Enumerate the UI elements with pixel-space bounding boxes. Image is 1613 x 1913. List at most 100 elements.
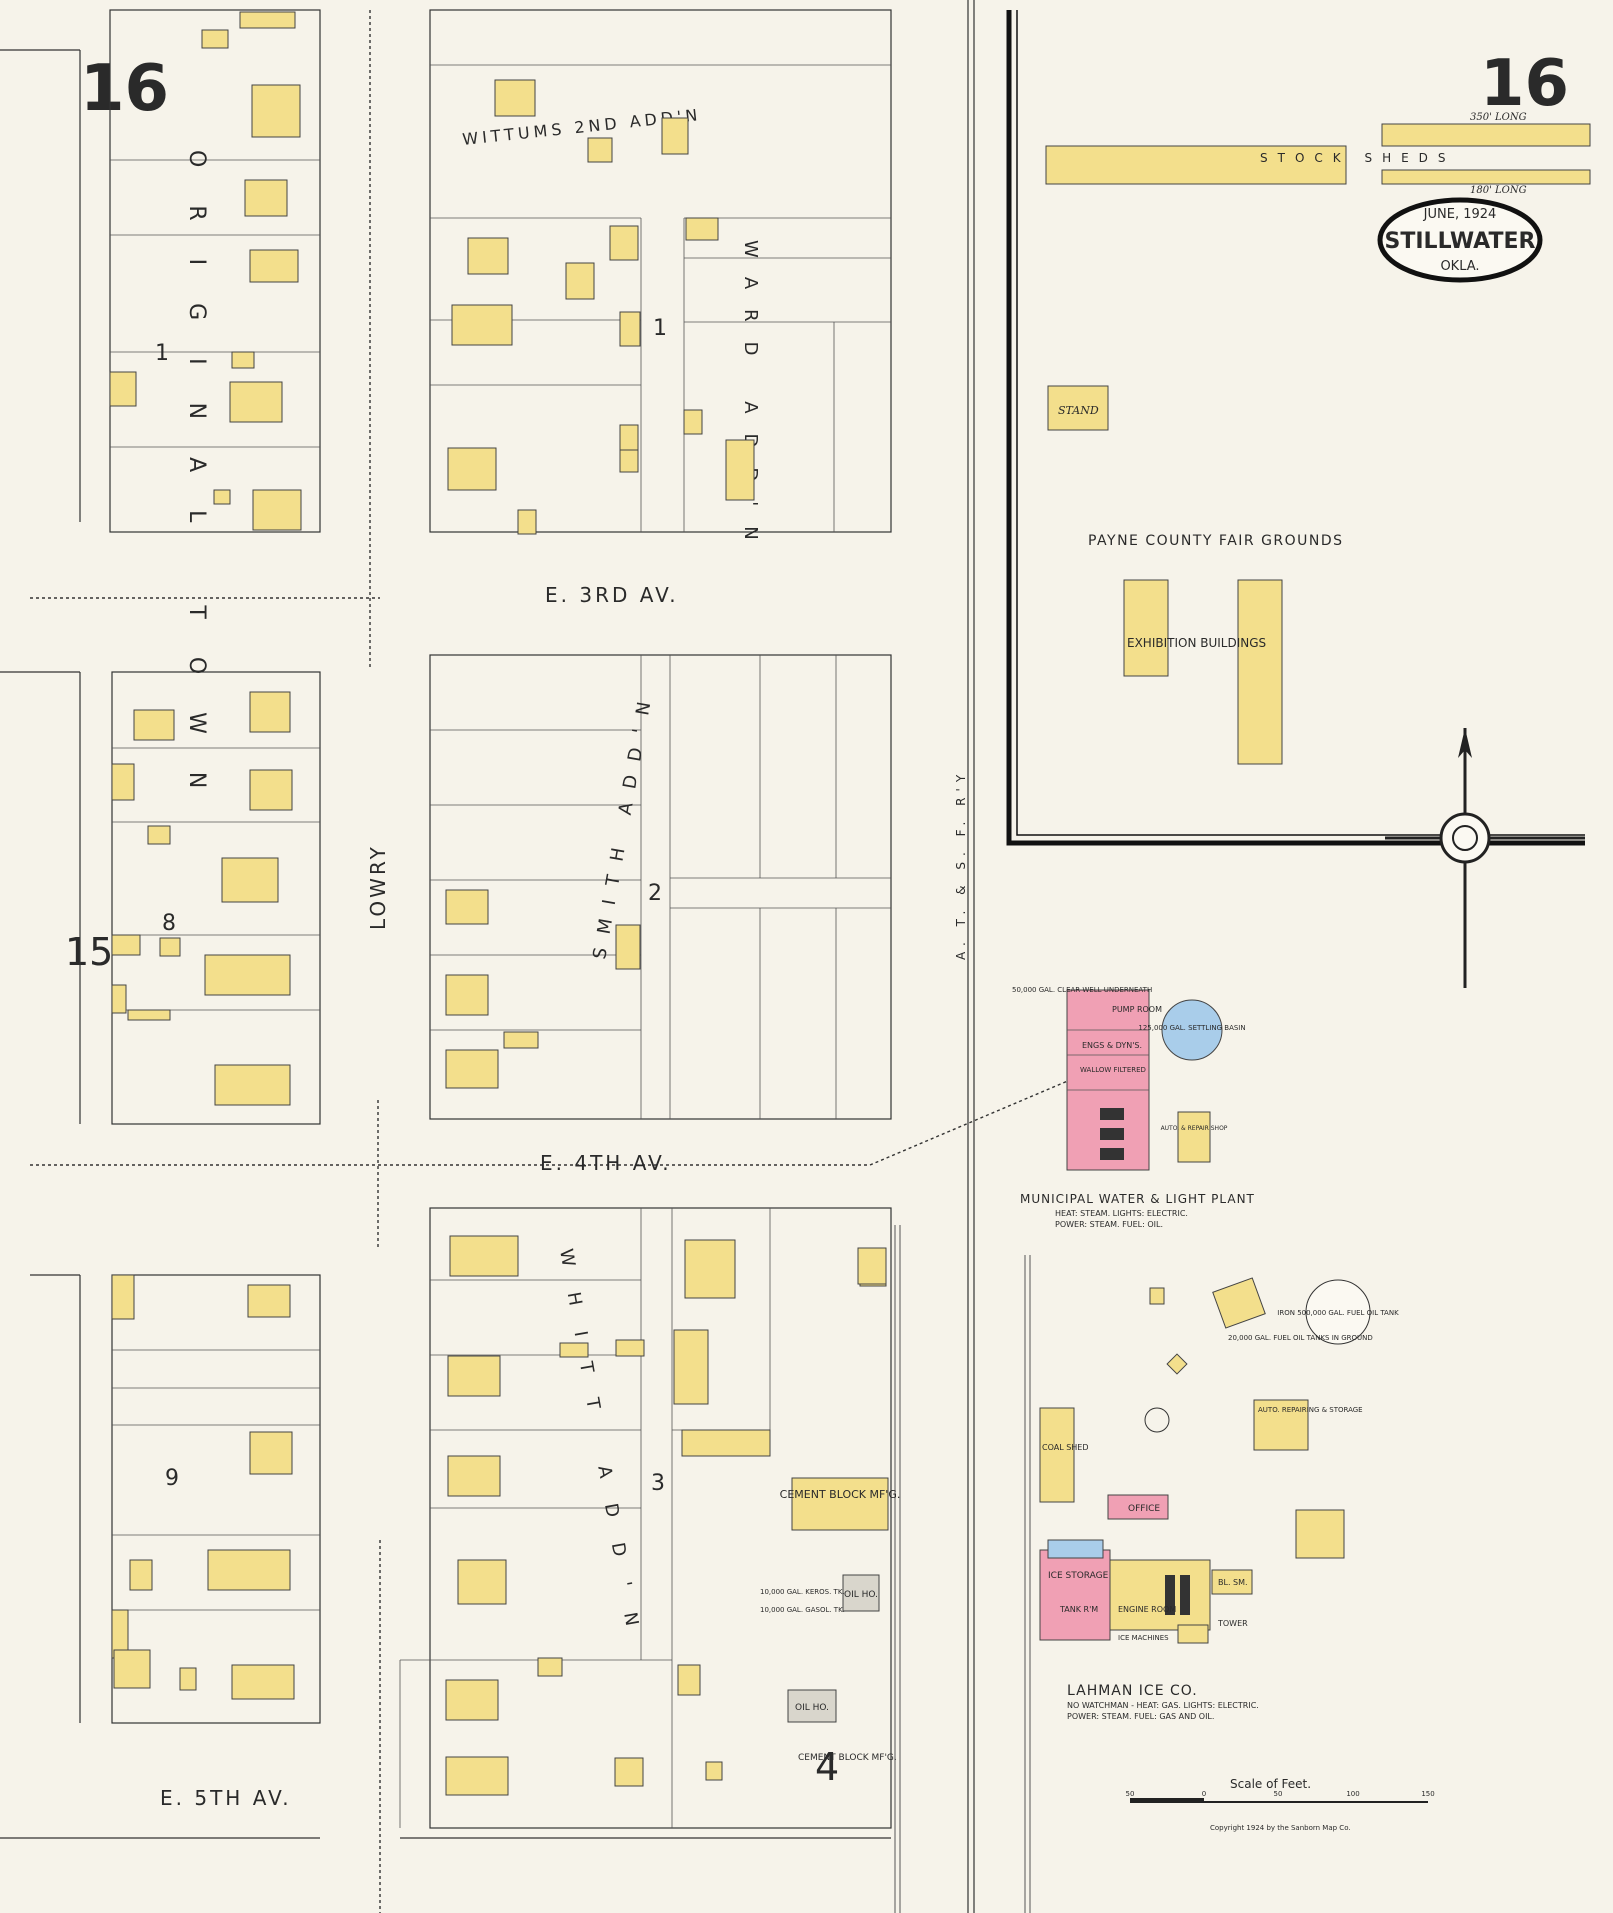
ice-co-name: LAHMAN ICE CO. — [1067, 1683, 1198, 1699]
street-lowry: LOWRY — [366, 844, 390, 930]
oil-house-1 — [842, 1574, 880, 1612]
sheet-number-left: 16 — [80, 52, 169, 126]
fuel-oil-tank-underground — [1144, 1407, 1170, 1433]
dwelling — [159, 937, 181, 957]
dwelling — [445, 1049, 499, 1089]
dwelling — [147, 825, 171, 845]
dwelling — [451, 304, 513, 346]
dwelling — [615, 1339, 645, 1357]
dwelling — [449, 1235, 519, 1277]
dwelling — [559, 1342, 589, 1358]
auto-repair-storage — [1253, 1399, 1309, 1451]
dwelling — [214, 1064, 291, 1106]
block-8-original-town — [111, 671, 321, 1125]
boiler-3 — [1100, 1148, 1124, 1160]
stock-building — [1045, 145, 1347, 185]
oil-house-2 — [787, 1689, 837, 1723]
block-number-2: 2 — [648, 881, 662, 906]
ice-storage-label: ICE STORAGE — [1048, 1571, 1109, 1581]
scale-tick-label: 100 — [1346, 1790, 1359, 1798]
boiler-1 — [1100, 1108, 1124, 1120]
block-outlines — [0, 9, 892, 1839]
pump-room-label: PUMP ROOM — [1112, 1005, 1162, 1014]
auto-repair-label: AUTO. & REPAIR SHOP — [1161, 1125, 1228, 1132]
dwelling — [129, 1559, 153, 1591]
dwelling — [467, 237, 509, 275]
title-date: JUNE, 1924 — [1423, 207, 1497, 222]
dwelling — [681, 1429, 771, 1457]
ice-storage — [1039, 1549, 1111, 1641]
lahman-ice-co: IRON 500,000 GAL. FUEL OIL TANK 20,000 G… — [1039, 1277, 1399, 1721]
engine-room-label: ENGINE ROOM — [1118, 1605, 1176, 1614]
gasol-tank-label: 10,000 GAL. GASOL. TK. — [760, 1606, 845, 1614]
compass-ring — [1439, 812, 1491, 864]
scale-tick-label: 50 — [1126, 1790, 1135, 1798]
dwelling — [619, 449, 639, 473]
water-pipes — [30, 10, 1071, 1913]
shed — [1166, 1353, 1188, 1375]
bl-sm-label: BL. SM. — [1218, 1578, 1248, 1587]
addition-ward: WARD ADD'N — [740, 240, 761, 560]
dwelling — [609, 225, 639, 261]
water-plant-building — [1066, 989, 1150, 1171]
iron-fuel-oil-tank — [1305, 1279, 1371, 1345]
block-1-original-town — [109, 9, 321, 533]
dwelling — [249, 691, 291, 733]
dwelling — [111, 934, 141, 956]
stock-sheds: 350' LONG 180' LONG STOCK SHEDS — [1045, 112, 1591, 196]
compass-center — [1452, 825, 1478, 851]
oil-ho-label-2: OIL HO. — [795, 1703, 829, 1713]
clear-well-label: 50,000 GAL. CLEAR WELL UNDERNEATH — [1012, 986, 1152, 994]
fuel-tanks-label: 20,000 GAL. FUEL OIL TANKS IN GROUND — [1228, 1334, 1373, 1342]
compass-rose — [1385, 728, 1585, 988]
dwelling — [109, 371, 137, 407]
building-b2 — [1212, 1277, 1266, 1329]
block-1-wittums — [429, 9, 892, 533]
dwelling — [683, 409, 703, 435]
lot-lines — [110, 64, 891, 1828]
shed-350 — [1381, 123, 1591, 147]
dwelling — [587, 137, 613, 163]
fairground-boundary — [1006, 10, 1585, 846]
auto-repair-shop — [1177, 1111, 1211, 1163]
tank-room-label: TANK R'M — [1059, 1605, 1098, 1614]
dwelling — [249, 249, 299, 283]
title-oval — [1377, 197, 1543, 283]
dwelling — [221, 857, 279, 903]
dwelling — [537, 1657, 563, 1677]
settling-basin — [1161, 999, 1223, 1061]
dwelling — [179, 1667, 197, 1691]
shed-x — [1295, 1509, 1345, 1559]
block-number-1-ot: 1 — [155, 341, 169, 366]
water-plant-detail-2: POWER: STEAM. FUEL: OIL. — [1055, 1220, 1163, 1229]
street-fourth-ave: E. 4TH AV. — [540, 1151, 672, 1175]
dwelling — [239, 11, 296, 29]
dwelling — [247, 1284, 291, 1318]
railway-label: A. T. & S. F. R'Y — [954, 769, 968, 960]
north-arrow-icon — [1458, 728, 1472, 758]
dwelling — [207, 1549, 291, 1591]
sheet-number-right: 16 — [1480, 47, 1569, 121]
dwelling — [252, 489, 302, 531]
shed — [1149, 1287, 1165, 1305]
shed-180 — [1381, 169, 1591, 185]
dwelling — [447, 1355, 501, 1397]
dwelling — [133, 709, 175, 741]
cement-block-label-2: CEMENT BLOCK MF'G. — [798, 1753, 897, 1763]
ice-machines-label: ICE MACHINES — [1118, 1634, 1169, 1642]
ice-co-detail-1: NO WATCHMAN - HEAT: GAS. LIGHTS: ELECTRI… — [1067, 1701, 1259, 1710]
ice-storage-top — [1047, 1539, 1104, 1559]
cement-block-label-1: CEMENT BLOCK MF'G. — [780, 1488, 901, 1501]
dwelling — [457, 1559, 507, 1605]
exhibition-building-1 — [1123, 579, 1169, 677]
block-number-8: 8 — [162, 911, 176, 936]
fairground-boundary-inner — [1016, 10, 1585, 836]
dwelling — [619, 424, 639, 452]
cement-block-mfg — [791, 1477, 889, 1531]
shed-180-label: 180' LONG — [1470, 185, 1527, 196]
scale-bar-fine — [1130, 1798, 1204, 1802]
exhibition-building-2 — [1237, 579, 1283, 765]
engs-label: ENGS & DYN'S. — [1082, 1041, 1142, 1050]
engine-room — [1109, 1559, 1211, 1631]
dwelling — [201, 29, 229, 49]
